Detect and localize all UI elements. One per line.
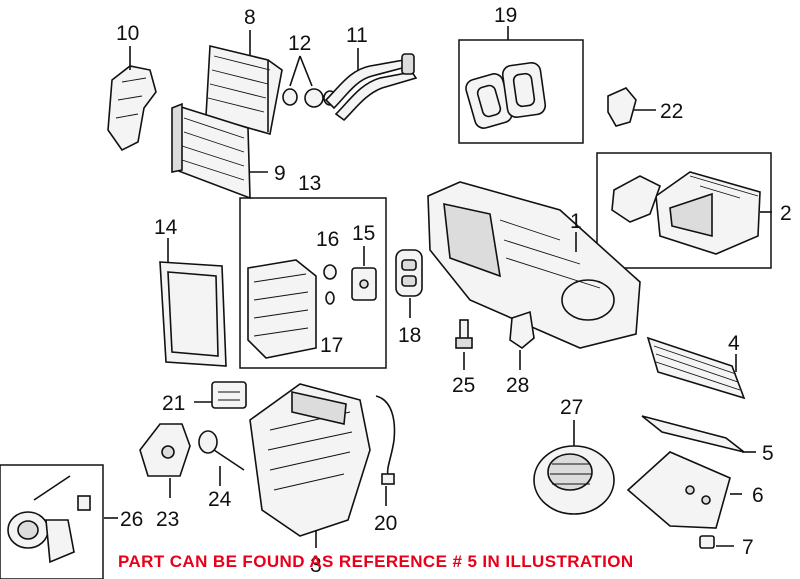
part-9-heater-core (171, 102, 251, 200)
callout-26: 26 (120, 508, 143, 531)
callout-13: 13 (298, 172, 321, 195)
part-16-o-ring (323, 264, 337, 280)
group-box-26 (0, 464, 104, 579)
part-14-cabin-filter (159, 261, 227, 367)
part-7-nut (699, 535, 715, 549)
callout-24: 24 (208, 488, 232, 511)
callout-28: 28 (506, 374, 529, 397)
part-3-lower-housing (249, 383, 371, 537)
part-27-blower-motor (533, 445, 615, 515)
callout-2: 2 (780, 202, 792, 225)
part-2-duct (611, 171, 761, 255)
callout-8: 8 (244, 6, 256, 29)
part-4-filter (646, 336, 746, 400)
callout-1: 1 (570, 210, 582, 233)
group-box-13 (239, 197, 387, 369)
callout-17: 17 (320, 334, 343, 357)
reference-note: PART CAN BE FOUND AS REFERENCE # 5 IN IL… (118, 552, 634, 571)
part-22-clip (607, 87, 637, 127)
callout-14: 14 (154, 216, 178, 239)
callout-22: 22 (660, 100, 683, 123)
part-11-heater-tubes (324, 53, 418, 122)
callout-3: 3 (310, 554, 322, 577)
callout-5: 5 (762, 442, 774, 465)
callout-15: 15 (352, 222, 375, 245)
part-5-filter-cover (641, 415, 745, 453)
part-13-evaporator (247, 259, 317, 359)
callout-9: 9 (274, 162, 286, 185)
callout-12: 12 (288, 32, 311, 55)
part-28-sensor (509, 310, 535, 349)
part-21-resistor (211, 381, 247, 409)
callout-18: 18 (398, 324, 421, 347)
callout-25: 25 (452, 374, 475, 397)
callout-21: 21 (162, 392, 185, 415)
callout-16: 16 (316, 228, 339, 251)
callout-20: 20 (374, 512, 397, 535)
callout-11: 11 (346, 24, 368, 47)
part-19-seals (465, 61, 547, 129)
part-17-o-ring (325, 291, 335, 305)
callout-23: 23 (156, 508, 179, 531)
callout-27: 27 (560, 396, 583, 419)
group-box-2 (596, 152, 772, 269)
callout-7: 7 (742, 536, 754, 559)
part-10-duct-bracket (107, 65, 157, 152)
group-box-19 (458, 39, 584, 144)
callout-10: 10 (116, 22, 139, 45)
callout-4: 4 (728, 332, 740, 355)
callout-19: 19 (494, 4, 517, 27)
part-8-filter (205, 44, 283, 136)
part-18-seal (395, 249, 423, 297)
part-24-sensor (198, 430, 245, 471)
part-26-blower-parts (7, 475, 91, 564)
part-23-actuator (139, 423, 191, 477)
part-20-hose (375, 395, 396, 485)
part-15-expansion-valve (351, 267, 377, 301)
part-1-housing (427, 181, 641, 349)
part-25-pin (455, 319, 473, 349)
part-6-tray (626, 451, 731, 529)
callout-6: 6 (752, 484, 764, 507)
